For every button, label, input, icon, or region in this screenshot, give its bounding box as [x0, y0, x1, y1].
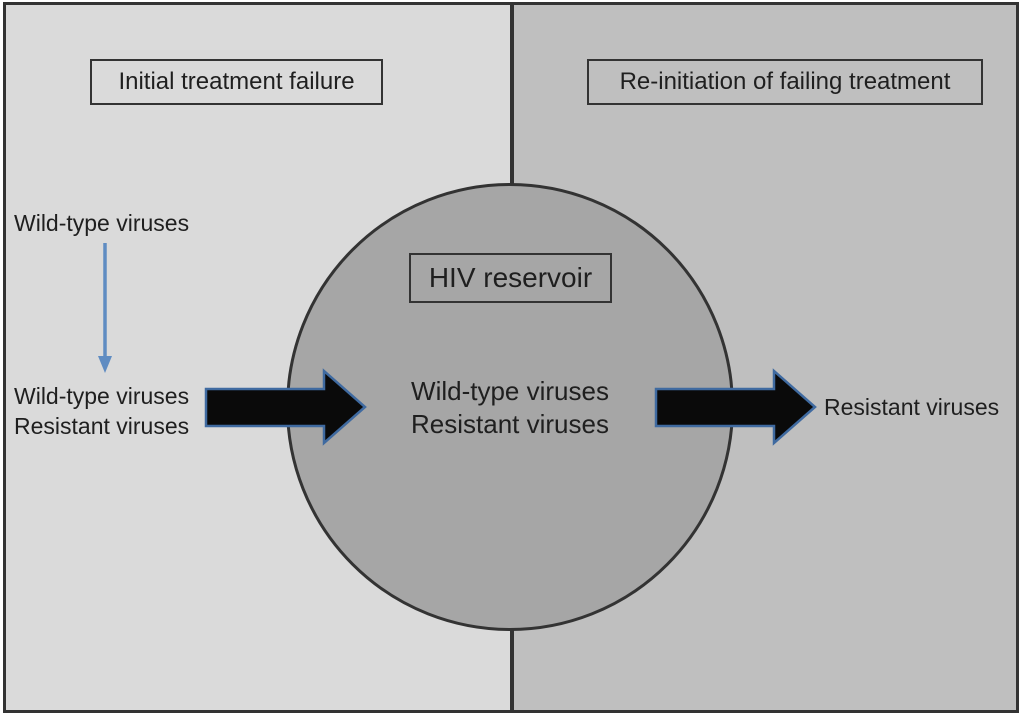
- down-arrow-icon: [98, 243, 112, 373]
- influx-arrow-icon: [204, 368, 367, 446]
- right-panel-title: Re-initiation of failing treatment: [619, 68, 951, 95]
- hiv-reservoir-title-box: HIV reservoir: [409, 253, 612, 303]
- resistant-viruses-label: Resistant viruses: [824, 394, 1000, 420]
- right-panel-title-box: Re-initiation of failing treatment: [587, 59, 983, 105]
- reservoir-content-label: Wild-type viruses Resistant viruses: [411, 376, 609, 439]
- mixed-viruses-label: Wild-type viruses Resistant viruses: [14, 383, 190, 439]
- left-panel-title-box: Initial treatment failure: [90, 59, 383, 105]
- wild-type-source-label: Wild-type viruses: [14, 210, 190, 236]
- hiv-reservoir-title: HIV reservoir: [428, 262, 593, 293]
- left-panel-title: Initial treatment failure: [118, 68, 355, 95]
- efflux-arrow-icon: [654, 368, 817, 446]
